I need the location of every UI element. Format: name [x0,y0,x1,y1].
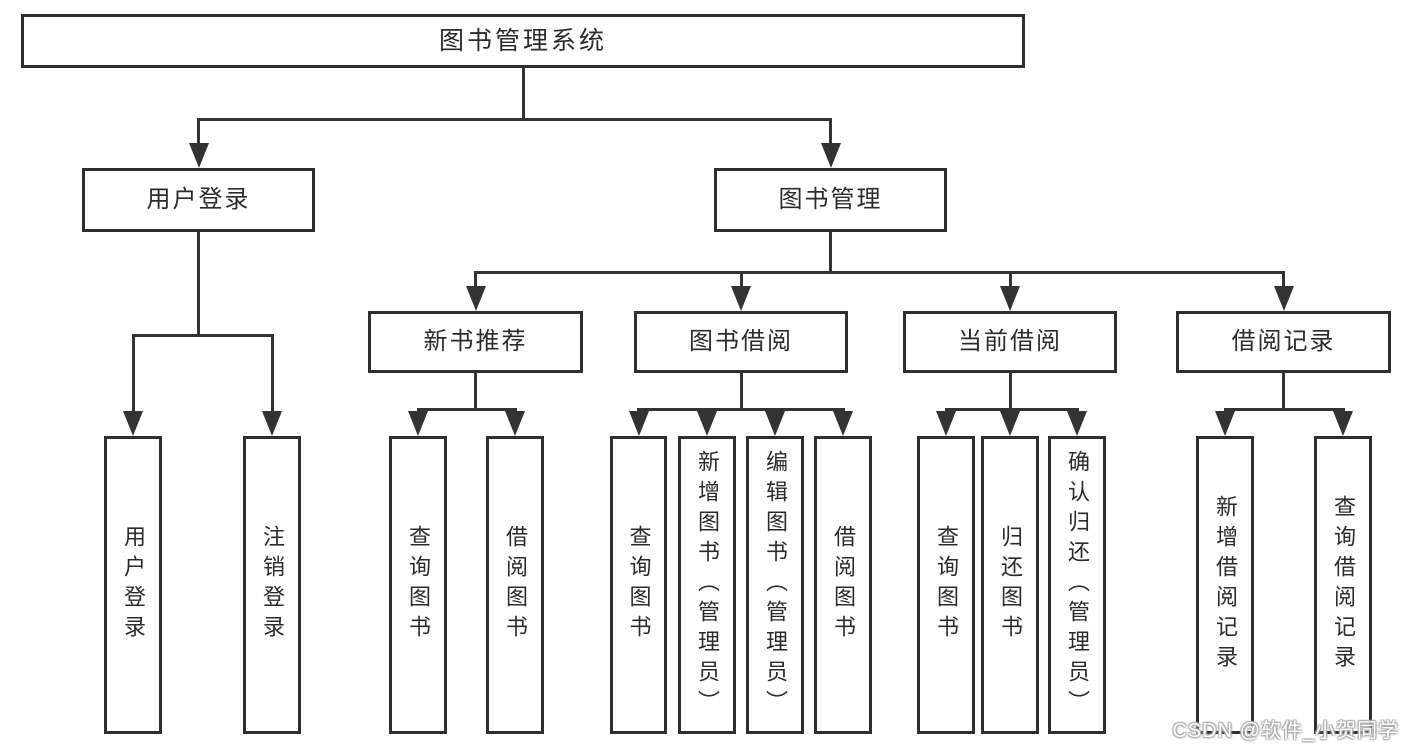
down-arrow-icon [1067,411,1087,436]
connector-root-bus [197,118,832,121]
node-label-leaf-logout: 注销登录 [260,525,285,645]
node-leaf-query-books-2: 查询图书 [610,436,667,734]
node-leaf-borrow-books-2: 借阅图书 [814,436,872,734]
node-leaf-logout: 注销登录 [243,436,301,734]
node-label-leaf-query-books-2: 查询图书 [626,525,652,645]
arrow-shaft-user-login [197,118,200,148]
down-arrow-icon [465,286,486,311]
node-book-borrowing: 图书借阅 [634,311,848,373]
down-arrow-icon [697,411,717,436]
connector-root-stub [521,67,525,121]
node-label-leaf-return-books: 归还图书 [998,525,1023,645]
node-label-leaf-query-borrow-record: 查询借阅记录 [1331,495,1356,675]
node-label-leaf-borrow-books-2: 借阅图书 [831,525,856,645]
arrow-shaft-leaf-user-login [131,334,135,416]
down-arrow-icon [765,411,785,436]
down-arrow-icon [262,411,282,436]
connector-book-management-stub [829,231,832,274]
connector-current-borrowing-bus [944,408,1079,411]
arrow-shaft-leaf-logout [270,334,274,416]
node-leaf-query-borrow-record: 查询借阅记录 [1314,436,1372,734]
node-label-new-book-recommendation: 新书推荐 [423,328,528,355]
node-label-leaf-edit-books-admin: 编辑图书（管理员） [763,450,788,720]
node-book-management: 图书管理 [714,168,947,232]
arrow-shaft-borrowing-records [1282,271,1285,291]
down-arrow-icon [820,143,841,168]
node-leaf-add-borrow-record: 新增借阅记录 [1196,436,1254,734]
node-current-borrowing: 当前借阅 [903,311,1117,373]
down-arrow-icon [408,411,428,436]
node-label-borrowing-records: 借阅记录 [1231,328,1336,355]
node-leaf-query-books-3: 查询图书 [917,436,975,734]
node-leaf-user-login: 用户登录 [104,436,162,734]
down-arrow-icon [188,143,209,168]
node-leaf-borrow-books-1: 借阅图书 [486,436,544,734]
arrow-shaft-current-borrowing [1008,271,1012,291]
node-new-book-recommendation: 新书推荐 [368,311,583,373]
connector-current-borrowing-stub [1008,372,1012,411]
node-label-leaf-user-login: 用户登录 [121,525,146,645]
node-label-leaf-add-borrow-record: 新增借阅记录 [1213,495,1238,675]
node-leaf-edit-books-admin: 编辑图书（管理员） [746,436,804,734]
node-label-leaf-query-books-1: 查询图书 [406,525,431,645]
csdn-watermark: CSDN @软件_小贺同学 [1172,720,1399,742]
down-arrow-icon [1000,411,1020,436]
down-arrow-icon [123,411,143,436]
node-user-login: 用户登录 [82,168,315,232]
connector-book-management-bus [474,271,1285,274]
node-label-root: 图书管理系统 [438,26,607,55]
node-label-leaf-query-books-3: 查询图书 [934,525,959,645]
node-borrowing-records: 借阅记录 [1176,311,1391,373]
down-arrow-icon [1000,286,1020,311]
connector-book-borrowing-stub [739,372,743,411]
arrow-shaft-book-borrowing [739,271,743,291]
down-arrow-icon [505,411,525,436]
down-arrow-icon [1333,411,1353,436]
node-root: 图书管理系统 [21,14,1025,68]
connector-borrowing-records-bus [1223,408,1345,411]
down-arrow-icon [1215,411,1235,436]
connector-new-book-recommendation-bus [416,408,517,411]
node-label-leaf-borrow-books-1: 借阅图书 [503,525,528,645]
node-label-user-login: 用户登录 [146,186,251,213]
down-arrow-icon [1273,286,1294,311]
connector-book-borrowing-bus [637,408,845,411]
node-label-book-borrowing: 图书借阅 [689,328,793,355]
connector-borrowing-records-stub [1282,372,1285,411]
node-leaf-query-books-1: 查询图书 [389,436,447,734]
node-label-leaf-add-books-admin: 新增图书（管理员） [695,450,720,720]
node-leaf-add-books-admin: 新增图书（管理员） [678,436,736,734]
connector-user-login-stub [197,231,200,337]
node-label-book-management: 图书管理 [778,186,883,213]
arrow-shaft-book-management [829,118,832,148]
down-arrow-icon [628,411,649,436]
node-label-current-borrowing: 当前借阅 [958,328,1062,355]
node-leaf-return-books: 归还图书 [981,436,1039,734]
arrow-shaft-new-book-recommendation [474,271,477,291]
connector-user-login-bus [131,334,274,337]
down-arrow-icon [936,411,956,436]
node-label-leaf-confirm-return-admin: 确认归还（管理员） [1065,450,1090,720]
node-leaf-confirm-return-admin: 确认归还（管理员） [1048,436,1106,734]
down-arrow-icon [731,286,751,311]
down-arrow-icon [833,411,853,436]
connector-new-book-recommendation-stub [474,372,477,411]
